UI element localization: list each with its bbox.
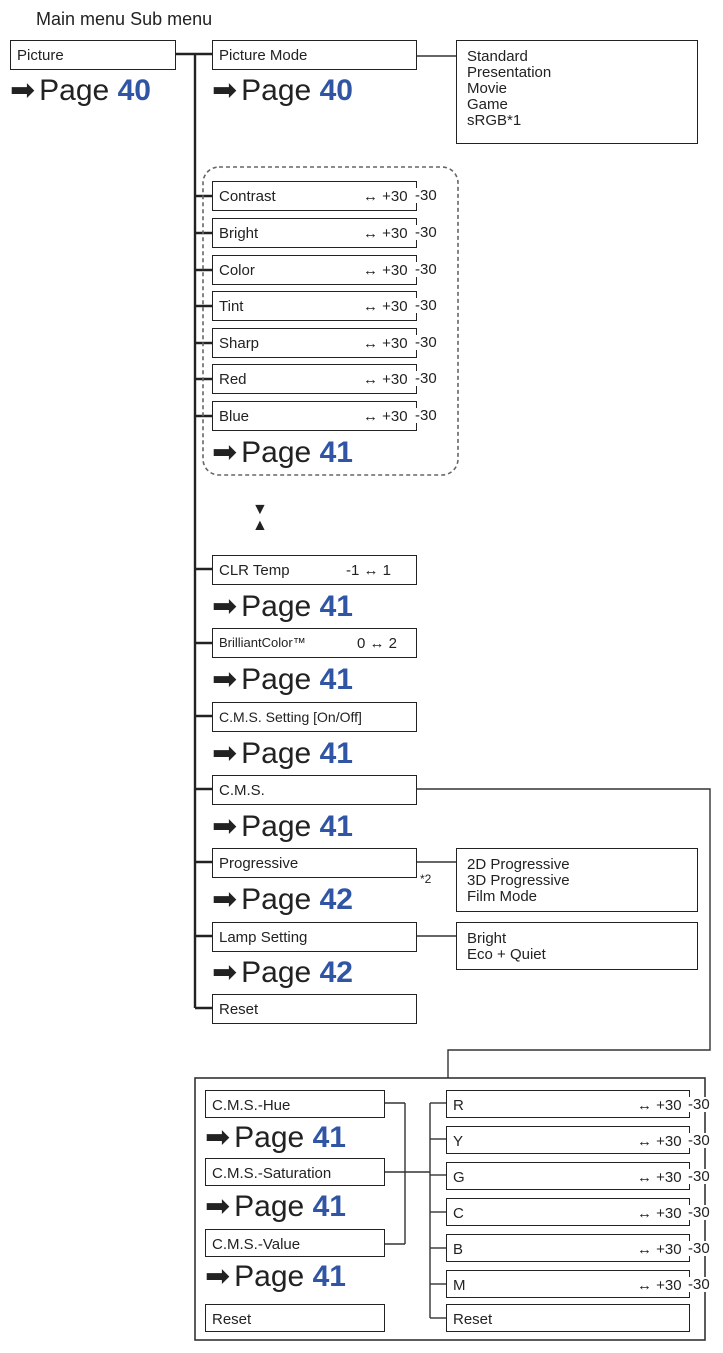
cms-color-b[interactable]: B ↔ +30 bbox=[446, 1234, 690, 1262]
triangle-up-icon: ▲ bbox=[252, 517, 268, 534]
range-min: -30 bbox=[688, 1133, 718, 1148]
range-min: -30 bbox=[688, 1241, 718, 1256]
adjust-item-tint[interactable]: Tint ↔ +30 bbox=[212, 291, 417, 321]
picture-mode-item[interactable]: Picture Mode bbox=[212, 40, 417, 70]
range-min: -30 bbox=[415, 335, 445, 350]
cms-hue-page-ref: ➡Page 41 bbox=[205, 1121, 346, 1154]
heading: Main menu Sub menu bbox=[36, 9, 212, 30]
main-menu-picture[interactable]: Picture bbox=[10, 40, 176, 70]
right-arrow-icon: ➡ bbox=[212, 737, 238, 770]
cms-color-y[interactable]: Y ↔ +30 bbox=[446, 1126, 690, 1154]
sub-menu-heading: Sub menu bbox=[130, 9, 213, 29]
clr-temp-item[interactable]: CLR Temp -1 ↔ 1 bbox=[212, 555, 417, 585]
right-arrow-icon: ➡ bbox=[212, 590, 238, 623]
range-min: -30 bbox=[415, 371, 445, 386]
progressive-note: *2 bbox=[420, 872, 432, 886]
cms-color-m[interactable]: M ↔ +30 bbox=[446, 1270, 690, 1298]
range-min: -30 bbox=[415, 408, 445, 423]
cms-saturation-item[interactable]: C.M.S.-Saturation bbox=[205, 1158, 385, 1186]
range-min: -30 bbox=[688, 1097, 718, 1112]
range-min: -30 bbox=[688, 1169, 718, 1184]
adjust-item-blue[interactable]: Blue ↔ +30 bbox=[212, 401, 417, 431]
main-menu-heading: Main menu bbox=[36, 9, 126, 29]
picture-mode-page-ref: ➡Page 40 bbox=[212, 74, 353, 107]
cms-saturation-page-ref: ➡Page 41 bbox=[205, 1190, 346, 1223]
picture-mode-option[interactable]: Game bbox=[467, 96, 508, 113]
adjust-item-bright[interactable]: Bright ↔ +30 bbox=[212, 218, 417, 248]
cms-value-page-ref: ➡Page 41 bbox=[205, 1260, 346, 1293]
right-arrow-icon: ➡ bbox=[10, 74, 36, 107]
lamp-setting-item[interactable]: Lamp Setting bbox=[212, 922, 417, 952]
cms-left-reset-item[interactable]: Reset bbox=[205, 1304, 385, 1332]
right-arrow-icon: ➡ bbox=[212, 436, 238, 469]
right-arrow-icon: ➡ bbox=[212, 956, 238, 989]
progressive-option[interactable]: 2D Progressive bbox=[467, 856, 570, 873]
right-arrow-icon: ➡ bbox=[212, 883, 238, 916]
lamp-setting-option[interactable]: Eco + Quiet bbox=[467, 946, 546, 963]
progressive-option[interactable]: 3D Progressive bbox=[467, 872, 570, 889]
main-menu-page-ref: ➡Page 40 bbox=[10, 74, 151, 107]
lamp-setting-option[interactable]: Bright bbox=[467, 930, 507, 947]
picture-mode-option[interactable]: Movie bbox=[467, 80, 508, 97]
triangle-down-icon: ▼ bbox=[252, 501, 268, 518]
adjust-item-sharp[interactable]: Sharp ↔ +30 bbox=[212, 328, 417, 358]
right-arrow-icon: ➡ bbox=[205, 1121, 231, 1154]
cms-value-item[interactable]: C.M.S.-Value bbox=[205, 1229, 385, 1257]
progressive-option[interactable]: Film Mode bbox=[467, 888, 538, 905]
picture-mode-option[interactable]: Standard bbox=[467, 48, 528, 65]
brilliant-color-item[interactable]: BrilliantColor™ 0 ↔ 2 bbox=[212, 628, 417, 658]
range-min: -30 bbox=[688, 1205, 718, 1220]
cms-setting-item[interactable]: C.M.S. Setting [On/Off] bbox=[212, 702, 417, 732]
right-arrow-icon: ➡ bbox=[212, 663, 238, 696]
cms-setting-page-ref: ➡Page 41 bbox=[212, 737, 353, 770]
cms-color-g[interactable]: G ↔ +30 bbox=[446, 1162, 690, 1190]
cms-right-reset-item[interactable]: Reset bbox=[446, 1304, 690, 1332]
right-arrow-icon: ➡ bbox=[205, 1190, 231, 1223]
cms-item[interactable]: C.M.S. bbox=[212, 775, 417, 805]
progressive-page-ref: ➡Page 42 bbox=[212, 883, 353, 916]
cms-hue-item[interactable]: C.M.S.-Hue bbox=[205, 1090, 385, 1118]
adjust-item-color[interactable]: Color ↔ +30 bbox=[212, 255, 417, 285]
picture-mode-label: Picture Mode bbox=[219, 47, 308, 64]
picture-mode-option[interactable]: Presentation bbox=[467, 64, 552, 81]
cms-page-ref: ➡Page 41 bbox=[212, 810, 353, 843]
cms-color-r[interactable]: R ↔ +30 bbox=[446, 1090, 690, 1118]
lamp-setting-page-ref: ➡Page 42 bbox=[212, 956, 353, 989]
main-menu-picture-label: Picture bbox=[17, 47, 64, 64]
brilliant-color-page-ref: ➡Page 41 bbox=[212, 663, 353, 696]
progressive-item[interactable]: Progressive bbox=[212, 848, 417, 878]
reset-item[interactable]: Reset bbox=[212, 994, 417, 1024]
progressive-options: 2D Progressive 3D Progressive Film Mode bbox=[456, 848, 698, 912]
range-min: -30 bbox=[688, 1277, 718, 1292]
adjust-group-page-ref: ➡Page 41 bbox=[212, 436, 353, 469]
range-min: -30 bbox=[415, 262, 445, 277]
adjust-item-contrast[interactable]: Contrast ↔ +30 bbox=[212, 181, 417, 211]
adjust-item-red[interactable]: Red ↔ +30 bbox=[212, 364, 417, 394]
clr-temp-page-ref: ➡Page 41 bbox=[212, 590, 353, 623]
range-min: -30 bbox=[415, 298, 445, 313]
right-arrow-icon: ➡ bbox=[212, 74, 238, 107]
right-arrow-icon: ➡ bbox=[212, 810, 238, 843]
right-arrow-icon: ➡ bbox=[205, 1260, 231, 1293]
picture-mode-option[interactable]: sRGB*1 bbox=[467, 112, 522, 129]
lamp-setting-options: Bright Eco + Quiet bbox=[456, 922, 698, 970]
cms-color-c[interactable]: C ↔ +30 bbox=[446, 1198, 690, 1226]
range-min: -30 bbox=[415, 188, 445, 203]
range-min: -30 bbox=[415, 225, 445, 240]
picture-mode-options: Standard Presentation Movie Game sRGB*1 bbox=[456, 40, 698, 144]
